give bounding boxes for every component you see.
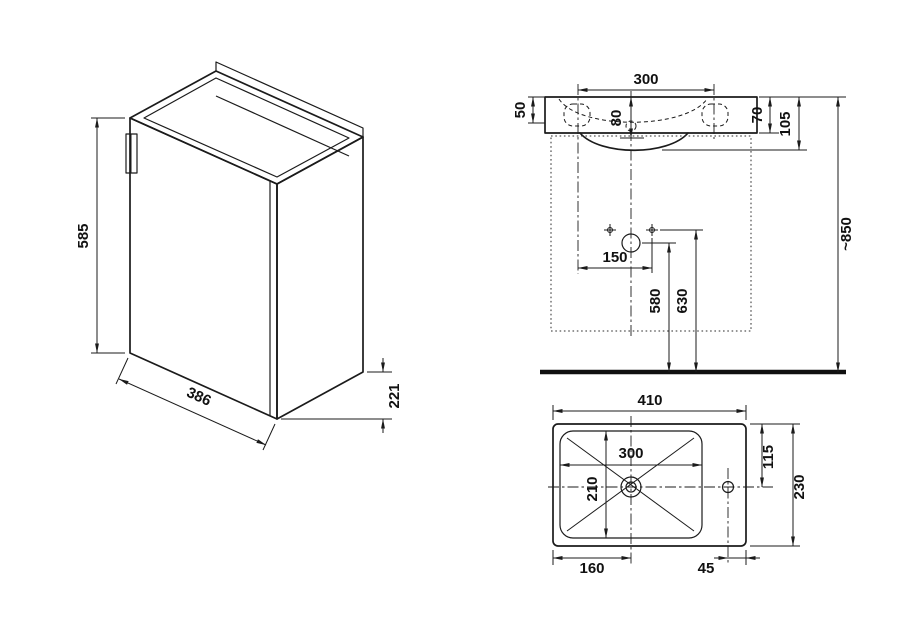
dim-drain-height: 580 — [642, 242, 676, 373]
fixing-hole-left — [563, 103, 591, 127]
front-edge-height-label: 70 — [749, 107, 766, 124]
dim-front-fixing-span: 300 — [577, 71, 715, 92]
dim-plan-tap-from-right: 45 — [698, 556, 760, 577]
dim-front-rim-height: 50 — [512, 96, 545, 124]
dim-front-total-height: 105 — [662, 96, 807, 151]
dim-plan-bowl-width: 300 — [559, 445, 703, 467]
dim-installation-height: ~850 — [836, 96, 855, 373]
fixing-height-label: 630 — [674, 288, 691, 313]
cabinet-depth-label: 221 — [386, 383, 403, 408]
vanity-unit-outline-dotted — [550, 135, 752, 332]
plan-depth-label: 230 — [791, 474, 808, 499]
centerlines-plan — [548, 416, 773, 564]
installation-height-label: ~850 — [838, 217, 855, 251]
basin-plan-view: 410 300 210 115 230 160 — [548, 392, 808, 577]
waste-outlet-circle — [621, 233, 641, 253]
dim-cabinet-width: 386 — [115, 357, 276, 451]
dim-cabinet-height: 585 — [75, 117, 125, 354]
drain-offset-label: 150 — [602, 249, 627, 266]
tap-hole — [721, 480, 735, 494]
waste-and-fixing-detail — [604, 224, 658, 253]
basin-plan-body — [552, 423, 747, 547]
dim-plan-depth: 230 — [750, 423, 808, 547]
plan-bowl-depth-label: 210 — [584, 476, 601, 501]
dim-plan-drain-from-left: 160 — [552, 550, 747, 577]
cabinet-isometric-view: 585 386 221 — [75, 61, 403, 451]
dim-fixing-height: 630 — [660, 229, 703, 373]
dim-front-bowl-depth: 80 — [608, 96, 644, 139]
plan-tap-from-right-label: 45 — [698, 560, 715, 577]
cabinet-body — [125, 61, 364, 420]
cabinet-door — [129, 117, 278, 420]
cabinet-height-label: 585 — [75, 223, 92, 248]
basin-front-body — [544, 96, 758, 152]
dim-front-edge-height: 70 — [749, 96, 846, 134]
plan-bowl-width-label: 300 — [618, 445, 643, 462]
drain-circle — [620, 476, 642, 498]
dim-plan-width: 410 — [552, 392, 747, 420]
basin-front-view: 300 50 80 70 105 ~850 — [512, 71, 855, 375]
plan-width-label: 410 — [637, 392, 662, 409]
dim-drain-offset: 150 — [577, 238, 653, 273]
drain-height-label: 580 — [647, 288, 664, 313]
front-rim-height-label: 50 — [512, 102, 529, 119]
fixing-hole-right — [701, 103, 729, 127]
dim-plan-tap-from-back: 115 — [750, 423, 800, 488]
dim-cabinet-depth: 221 — [281, 358, 403, 433]
front-fixing-span-label: 300 — [633, 71, 658, 88]
bowl-plan-outline — [559, 430, 703, 539]
plan-drain-from-left-label: 160 — [579, 560, 604, 577]
plan-tap-from-back-label: 115 — [760, 445, 777, 469]
front-bowl-depth-label: 80 — [608, 110, 625, 127]
dim-plan-bowl-depth: 210 — [584, 430, 608, 539]
bowl-front-curve — [579, 132, 689, 152]
front-total-height-label: 105 — [777, 111, 794, 136]
door-handle — [125, 133, 138, 174]
